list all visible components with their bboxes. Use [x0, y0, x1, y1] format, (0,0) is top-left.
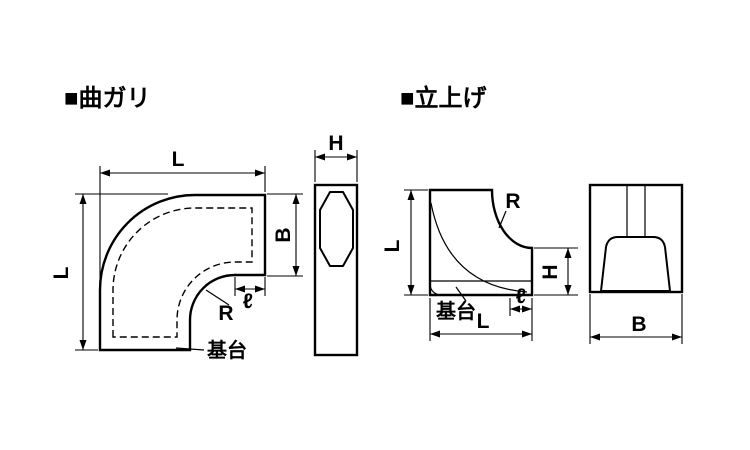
- riser-base-label: 基台: [436, 299, 476, 323]
- riser-corner-fillet-curve: [429, 283, 442, 296]
- riser-dim-height-label: H: [539, 264, 562, 279]
- riser-end-view: [588, 183, 684, 294]
- riser-radius-callout: R: [498, 190, 521, 229]
- riser-base-leader-line: [455, 286, 467, 302]
- riser-end-view-duct-profile: [600, 236, 671, 292]
- bend-dim-length-left: L: [50, 193, 168, 351]
- bend-dim-height-label: H: [328, 132, 343, 155]
- bend-dim-length-left-label: L: [50, 266, 73, 279]
- bend-front-view: [98, 193, 267, 352]
- riser-dim-length-bottom: L: [429, 298, 533, 341]
- bend-section: ■曲ガリ L L: [50, 85, 359, 362]
- bend-dim-height: H: [314, 132, 358, 182]
- bend-radius-leader-line: [205, 289, 230, 306]
- riser-radius-leader-line: [498, 210, 507, 229]
- riser-base-callout: 基台: [436, 286, 476, 323]
- bend-base-callout: 基台: [175, 338, 247, 362]
- bend-body-outline: [98, 193, 267, 352]
- riser-dim-length-left: L: [381, 189, 428, 296]
- riser-dim-width-label: B: [631, 313, 646, 336]
- bend-radius-label: R: [218, 302, 233, 325]
- riser-inner-sweep-curve: [430, 202, 528, 293]
- bend-base-label: 基台: [207, 338, 247, 362]
- bend-dim-lip: ℓ: [234, 277, 266, 313]
- bend-dim-lip-label: ℓ: [243, 290, 253, 313]
- bend-dim-length-top: L: [99, 148, 266, 288]
- riser-radius-label: R: [505, 190, 520, 213]
- riser-section-title: ■立上げ: [400, 84, 487, 112]
- riser-dim-lip-label: ℓ: [516, 285, 526, 308]
- bend-end-view: [313, 183, 359, 357]
- riser-dim-length-left-label: L: [381, 239, 404, 252]
- riser-section: ■立上げ L R: [381, 84, 684, 344]
- riser-dim-width: B: [589, 294, 683, 344]
- bend-base-leader-line: [175, 347, 205, 351]
- bend-dim-width: B: [267, 193, 303, 277]
- bend-radius-callout: R: [205, 289, 234, 325]
- bend-dim-length-top-label: L: [172, 148, 185, 171]
- riser-dim-length-bottom-label: L: [477, 310, 490, 333]
- bend-end-view-duct-profile: [319, 191, 354, 267]
- riser-body-outline: [428, 188, 534, 297]
- bend-duct-dashed-outline: [112, 207, 253, 338]
- riser-dim-height: H: [534, 247, 578, 296]
- bend-dim-width-label: B: [272, 227, 295, 242]
- riser-front-view: [428, 188, 534, 297]
- bend-section-title: ■曲ガリ: [64, 85, 151, 112]
- riser-dim-lip: ℓ: [509, 285, 532, 316]
